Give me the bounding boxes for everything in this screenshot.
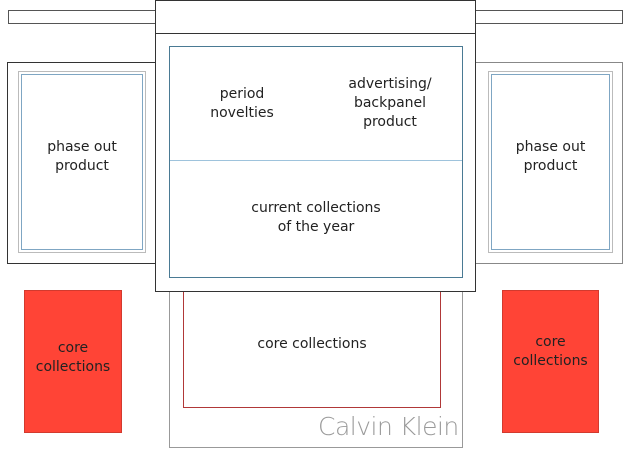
core-collections-center-box (183, 284, 441, 408)
phase-out-left-label: phase out product (47, 139, 117, 174)
top-left-bar (8, 10, 158, 24)
front-panel-divider (170, 160, 462, 161)
core-collections-center-label: core collections (257, 336, 367, 352)
advertising-backpanel-label: advertising/ backpanel product (348, 76, 432, 130)
top-right-bar (473, 10, 623, 24)
right-side-inner-panel (488, 71, 613, 253)
period-novelties-label: period novelties (210, 86, 274, 121)
core-collections-right-label: core collections (513, 334, 588, 369)
core-collections-left-label: core collections (35, 340, 111, 375)
calvin-klein-logo: Calvin Klein (318, 412, 459, 441)
core-collections-left-box (24, 290, 122, 433)
current-collections-label: current collections of the year (251, 200, 381, 235)
phase-out-right-label: phase out product (515, 139, 586, 174)
front-panel-header (155, 0, 476, 34)
core-collections-right-box (502, 290, 599, 433)
left-side-inner-panel (18, 71, 146, 253)
front-panel (155, 0, 476, 292)
front-panel-inner (169, 46, 463, 278)
